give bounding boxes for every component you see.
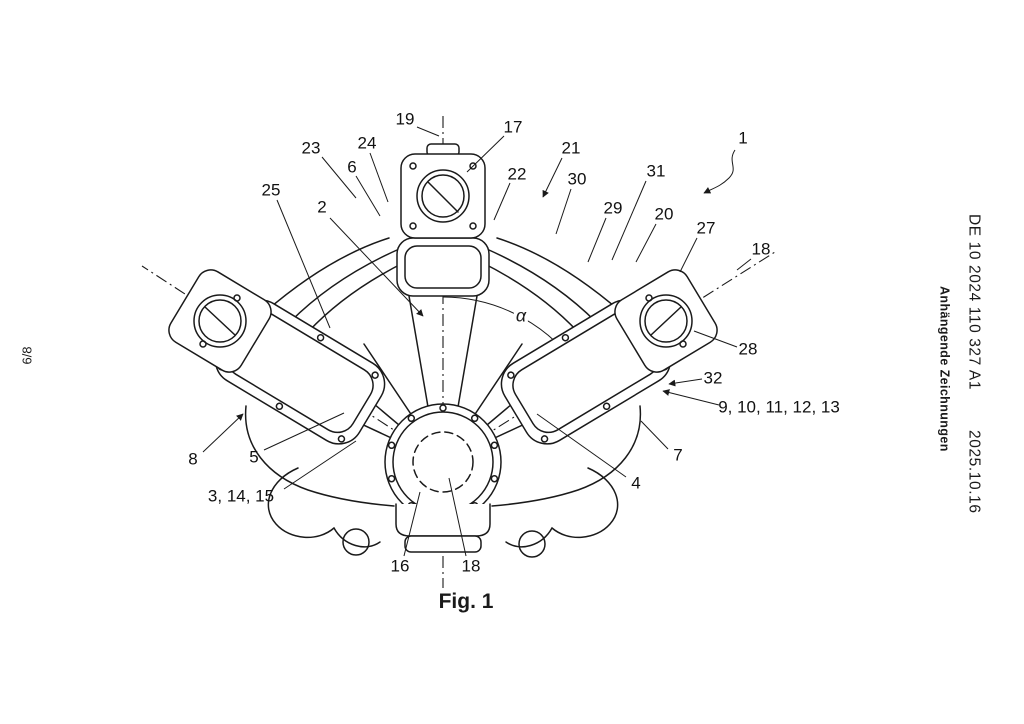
ref-label-24: 24	[357, 133, 377, 153]
angle-alpha-label: α	[513, 305, 529, 327]
ref-label-31: 31	[646, 161, 666, 181]
ref-label-8: 8	[188, 449, 198, 469]
central-plenum	[396, 237, 490, 297]
ref-label-7: 7	[673, 445, 683, 465]
ref-label-28: 28	[738, 339, 758, 359]
ref-label-9-10-11-12-13: 9, 10, 11, 12, 13	[718, 397, 840, 417]
left-throttle-body	[168, 269, 272, 373]
oil-pan	[395, 503, 491, 553]
ref-label-29: 29	[603, 198, 623, 218]
ref-label-1: 1	[738, 128, 748, 148]
ref-label-5: 5	[249, 447, 259, 467]
ref-label-27: 27	[696, 218, 716, 238]
publication-date: 2025.10.16	[965, 430, 983, 514]
ref-label-21: 21	[561, 138, 581, 158]
top-throttle-body	[400, 143, 486, 239]
ref-label-30: 30	[567, 169, 587, 189]
ref-label-22: 22	[507, 164, 527, 184]
ref-label-3-14-15: 3, 14, 15	[207, 486, 275, 506]
crankcase	[384, 403, 502, 521]
ref-label-19: 19	[395, 109, 415, 129]
ref-label-20: 20	[654, 204, 674, 224]
ref-label-18-top: 18	[751, 239, 771, 259]
ref-label-18-bottom: 18	[461, 556, 481, 576]
sheet-index: 6/8	[19, 346, 35, 365]
section-title: Anhängende Zeichnungen	[937, 286, 952, 452]
ref-label-32: 32	[703, 368, 723, 388]
publication-number: DE 10 2024 110 327 A1	[965, 214, 983, 391]
engine-body	[168, 143, 718, 558]
leader-lines	[202, 126, 752, 557]
ref-label-25: 25	[261, 180, 281, 200]
figure-caption: Fig. 1	[438, 590, 494, 613]
ref-label-16: 16	[390, 556, 410, 576]
ref-label-17: 17	[503, 117, 523, 137]
ref-label-6: 6	[347, 157, 357, 177]
right-throttle-body	[614, 269, 718, 373]
ref-label-2: 2	[317, 197, 327, 217]
engine-lower-outline	[244, 405, 642, 507]
ref-label-4: 4	[631, 473, 641, 493]
ref-label-23: 23	[301, 138, 321, 158]
exhaust-bulges	[267, 467, 619, 558]
